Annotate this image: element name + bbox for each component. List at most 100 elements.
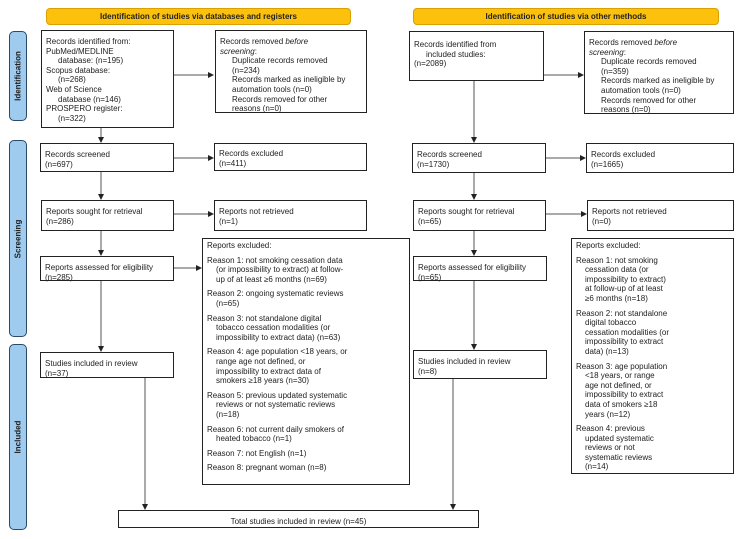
- reason-line: (or impossibility to extract) at follow-: [216, 265, 344, 275]
- reports-excluded-title: Reports excluded:: [207, 241, 272, 250]
- reason-line: smokers ≥18 years (n=30): [216, 376, 310, 386]
- reason-line: Reason 1: not smoking cessation data: [207, 255, 343, 265]
- box-studies-included-other: Studies included in review(n=8): [413, 350, 547, 379]
- box-reports-sought-db: Reports sought for retrieval(n=286): [41, 200, 174, 231]
- box-line: (n=1665): [591, 159, 624, 169]
- box-records-excluded-other: Records excluded(n=1665): [586, 143, 734, 173]
- box-studies-included-db: Studies included in review(n=37): [40, 352, 174, 378]
- box-line: (n=0): [592, 216, 611, 226]
- box-records-screened-other: Records screened(n=1730): [412, 143, 546, 173]
- box-total-included: Total studies included in review (n=45): [118, 510, 479, 528]
- box-line: Records excluded: [591, 150, 656, 159]
- box-reports-not-retrieved-db: Reports not retrieved(n=1): [214, 200, 367, 231]
- reason-line: data) (n=13): [585, 346, 629, 356]
- removed-prefix: Records removed: [589, 38, 655, 47]
- removed-prefix: Records removed: [220, 37, 286, 46]
- box-line: included studies:: [426, 49, 486, 59]
- removed-title: Records removed before: [220, 37, 362, 47]
- reason-line: tobacco cessation modalities (or: [216, 323, 331, 333]
- box-line: (n=697): [45, 159, 73, 169]
- box-line: Reports not retrieved: [219, 207, 294, 216]
- reason-line: Reason 8: pregnant woman (n=8): [207, 463, 327, 473]
- box-line: (n=286): [46, 216, 74, 226]
- box-line: Studies included in review: [418, 357, 511, 366]
- phase-screening: Screening: [9, 140, 27, 337]
- box-reports-sought-other: Reports sought for retrieval(n=65): [413, 200, 546, 231]
- reason-line: Reason 2: ongoing systematic reviews: [207, 289, 344, 299]
- reason-line: Reason 3: not standalone digital: [207, 313, 322, 323]
- removed-item: Records marked as ineligible by: [601, 76, 715, 86]
- reason-line: age not defined, or: [585, 380, 652, 390]
- reason-line: Reason 4: previous: [576, 424, 645, 434]
- phase-identification: Identification: [9, 31, 27, 121]
- removed-item: Duplicate records removed: [601, 57, 697, 67]
- removed-italic: screening: [589, 47, 624, 57]
- reason-line: Reason 6: not current daily smokers of: [207, 424, 344, 434]
- box-line: PROSPERO register:: [46, 104, 123, 114]
- box-records-screened-db: Records screened(n=697): [40, 143, 174, 172]
- box-line: Reports assessed for eligibility: [418, 263, 527, 272]
- reason-line: impossibility to extract: [585, 337, 664, 347]
- removed-title-2: screening:: [220, 47, 362, 57]
- reason-line: systematic reviews: [585, 452, 653, 462]
- box-reports-not-retrieved-other: Reports not retrieved(n=0): [587, 200, 734, 231]
- reason-line: ≥6 months (n=18): [585, 293, 648, 303]
- removed-item: reasons (n=0): [601, 105, 651, 115]
- reason-line: cessation modalities (or: [585, 327, 670, 337]
- box-line: Reports not retrieved: [592, 207, 667, 216]
- removed-item: reasons (n=0): [232, 104, 282, 114]
- header-databases: Identification of studies via databases …: [46, 8, 351, 25]
- reason-line: Reason 5: previous updated systematic: [207, 390, 348, 400]
- exclusion-reason: Reason 8: pregnant woman (n=8): [207, 463, 405, 473]
- box-line: (n=8): [418, 366, 437, 376]
- removed-item: (n=234): [232, 65, 260, 75]
- reason-line: Reason 4: age population <18 years, or: [207, 347, 348, 357]
- box-line: (n=411): [219, 158, 247, 168]
- box-reports-excluded-db: Reports excluded: Reason 1: not smoking c…: [202, 238, 410, 485]
- box-line: database (n=146): [58, 94, 121, 104]
- removed-item: automation tools (n=0): [601, 85, 681, 95]
- box-reports-assessed-other: Reports assessed for eligibility(n=65): [413, 256, 547, 282]
- reason-line: (n=18): [216, 409, 240, 419]
- box-records-excluded-db: Records excluded(n=411): [214, 143, 367, 171]
- reason-line: reviews or not: [585, 443, 635, 453]
- removed-item: (n=359): [601, 66, 629, 76]
- reason-line: cessation data (or: [585, 265, 649, 275]
- header-other-methods: Identification of studies via other meth…: [413, 8, 719, 25]
- removed-title: Records removed before: [589, 38, 729, 48]
- reason-line: range age not defined, or: [216, 356, 306, 366]
- removed-item: Records marked as ineligible by: [232, 75, 346, 85]
- box-line: Web of Science: [46, 84, 102, 94]
- box-line: (n=1): [219, 216, 238, 226]
- reason-line: impossibility to extract data) (n=63): [216, 332, 341, 342]
- reason-line: impossibility to extract): [585, 274, 666, 284]
- box-line: Reports assessed for eligibility: [45, 263, 154, 272]
- removed-suffix: :: [623, 47, 626, 57]
- box-line: database: (n=195): [58, 56, 124, 66]
- reason-line: years (n=12): [585, 409, 631, 419]
- box-line: Reports sought for retrieval: [46, 207, 143, 216]
- exclusion-reason: Reason 3: age population<18 years, or ra…: [576, 362, 729, 420]
- reason-line: digital tobacco: [585, 318, 637, 328]
- box-line: Reports sought for retrieval: [418, 207, 515, 216]
- box-line: Records screened: [417, 150, 482, 159]
- reason-line: <18 years, or range: [585, 371, 655, 381]
- reason-line: Reason 7: not English (n=1): [207, 448, 307, 458]
- removed-title-2: screening:: [589, 48, 729, 58]
- reason-line: updated systematic: [585, 433, 654, 443]
- box-line: Records identified from: [414, 40, 497, 49]
- box-line: (n=65): [418, 216, 442, 226]
- reason-line: reviews or not systematic reviews: [216, 400, 336, 410]
- reason-line: up of at least ≥6 months (n=69): [216, 274, 327, 284]
- box-line: (n=322): [58, 113, 86, 123]
